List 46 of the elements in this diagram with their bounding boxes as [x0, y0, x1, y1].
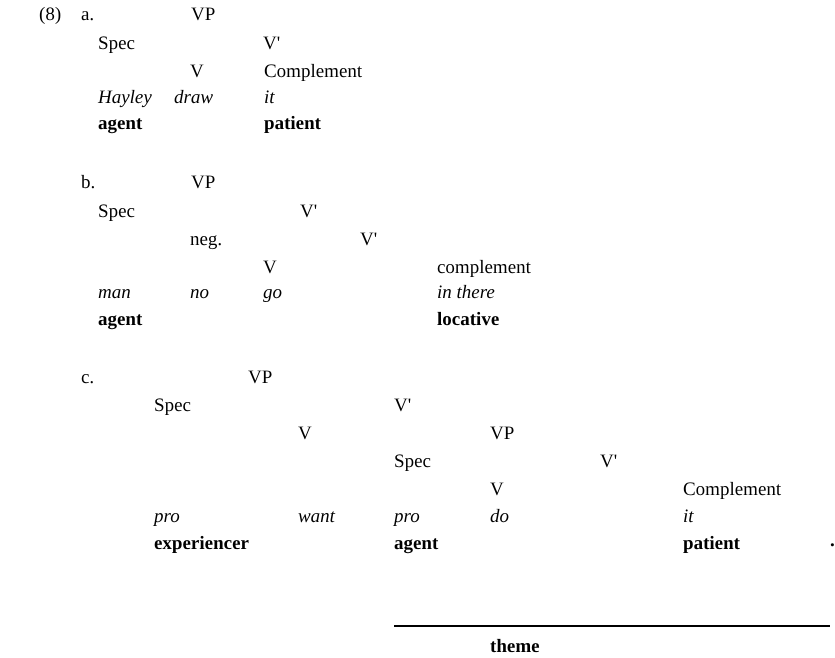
tree-node-label: Spec — [394, 451, 431, 473]
word-label: do — [490, 506, 509, 528]
tree-node-label: V — [490, 479, 504, 501]
role-label: patient — [683, 533, 740, 555]
role-label: agent — [98, 309, 142, 331]
tree-node-label: Complement — [264, 61, 362, 83]
word-label: man — [98, 282, 131, 304]
word-label: no — [190, 282, 209, 304]
role-label: patient — [264, 113, 321, 135]
tree-node-label: Spec — [98, 201, 135, 223]
word-label: draw — [174, 87, 214, 109]
word-label: pro — [394, 506, 420, 528]
tree-node-label: V' — [300, 201, 318, 223]
tree-node-label: Spec — [154, 395, 191, 417]
tree-node-label: VP — [191, 172, 216, 194]
word-label: want — [298, 506, 335, 528]
tree-node-label: V' — [263, 33, 280, 55]
role-label: agent — [394, 533, 438, 555]
word-label: it — [264, 87, 275, 109]
word-label: in there — [437, 282, 495, 304]
tree-node-label: VP — [191, 4, 216, 26]
tree-node-label: V' — [394, 395, 412, 417]
tree-node-label: b. — [81, 172, 96, 194]
tree-node-label: neg. — [190, 229, 222, 251]
role-label: experiencer — [154, 533, 249, 555]
tree-node-label: Spec — [98, 33, 135, 55]
tree-node-label: (8) — [39, 4, 62, 26]
tree-node-label: Complement — [683, 479, 782, 501]
tree-node-label: V — [190, 61, 204, 83]
tree-node-label: VP — [248, 367, 272, 389]
tree-node-label: c. — [81, 367, 94, 389]
tree-node-label: V' — [600, 451, 618, 473]
word-label: pro — [154, 506, 180, 528]
tree-node-label: V' — [360, 229, 378, 251]
role-label: agent — [98, 113, 142, 135]
tree-node-label: V — [263, 257, 277, 279]
role-label: theme — [490, 636, 540, 658]
word-label: Hayley — [98, 87, 152, 109]
word-label: go — [263, 282, 282, 304]
word-label: it — [683, 506, 694, 528]
tree-node-label: V — [298, 423, 312, 445]
role-label: locative — [437, 309, 500, 331]
tree-node-label: VP — [490, 423, 514, 445]
tree-node-label: a. — [81, 4, 94, 26]
tree-node-label: complement — [437, 257, 531, 279]
role-label: . — [830, 530, 835, 552]
